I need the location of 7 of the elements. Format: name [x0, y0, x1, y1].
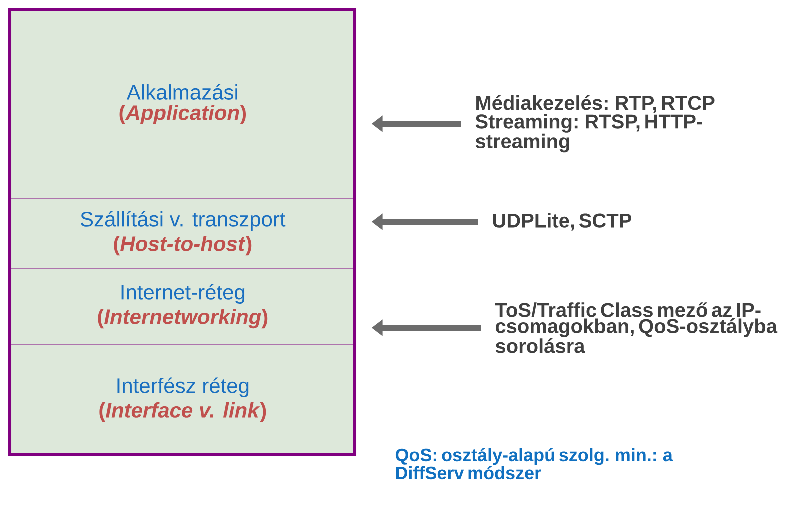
layer-band: Interfész réteg (Interface v. link) [10, 344, 356, 456]
protocol-note: Médiakezelés: RTP, RTCP Streaming: RTSP, HTTP-streaming [476, 95, 715, 153]
layer-band: Szállítási v. transzport (Host-to-host) [10, 198, 356, 269]
protocol-note: ToS/Traffic Class mező az IP-csomagokban, QoS-osztályba sorolásra [495, 302, 778, 354]
note-text: QoS: osztály-alapú szolg. min.: a DiffServ módszer [396, 448, 674, 480]
layer-band: Internet-réteg (Internetworking) [10, 268, 356, 345]
protocol-note: UDPLite, SCTP [493, 213, 632, 231]
